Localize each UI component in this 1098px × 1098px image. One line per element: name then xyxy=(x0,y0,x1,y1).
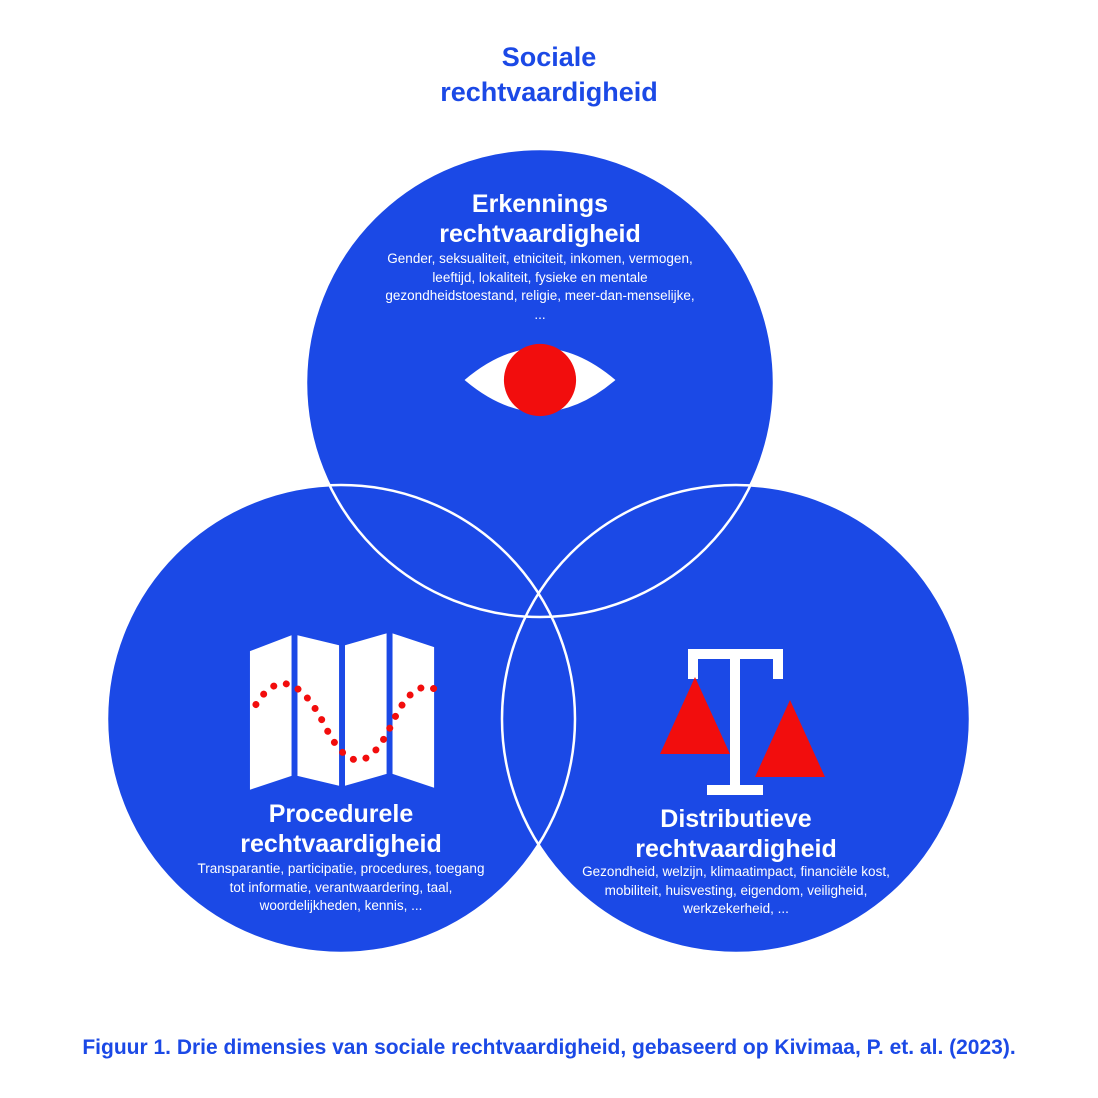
eye-icon xyxy=(464,343,616,417)
circle-erkennings-outline xyxy=(304,147,776,619)
page-title-line1: Sociale xyxy=(501,42,597,72)
distributieve-details: Gezondheid, welzijn, klimaatimpact, fina… xyxy=(582,864,890,917)
page-title-line2: rechtvaardigheid xyxy=(440,77,658,108)
erkennings-details: Gender, seksualiteit, etniciteit, inkome… xyxy=(385,251,695,322)
procedurele-heading: Procedurele rechtvaardigheid xyxy=(191,800,491,859)
scale-beam-left-drop xyxy=(688,649,698,679)
scale-base xyxy=(707,785,763,795)
map-panel-4 xyxy=(392,633,435,788)
map-panel-1 xyxy=(249,635,292,790)
erkennings-heading: Erkennings rechtvaardigheid xyxy=(390,190,690,249)
page-title: Sociale rechtvaardigheid xyxy=(0,40,1098,110)
figure-caption: Figuur 1. Drie dimensies van sociale rec… xyxy=(82,1036,1016,1059)
map-panel-3 xyxy=(345,633,387,786)
map-route-dotted-line xyxy=(252,680,438,764)
scale-post xyxy=(730,649,740,785)
distributieve-heading-line1: Distributieve xyxy=(660,805,812,833)
scale-icon xyxy=(660,649,825,795)
erkennings-heading-line1: Erkennings xyxy=(471,190,609,218)
procedurele-heading-line1: Procedurele xyxy=(268,800,414,828)
scale-right-weight xyxy=(755,700,825,777)
distributieve-heading-line2: rechtvaardigheid xyxy=(635,834,837,863)
procedurele-details: Transparantie, participatie, procedures,… xyxy=(197,861,485,914)
eye-pupil xyxy=(503,343,577,417)
procedurele-heading-line2: rechtvaardigheid xyxy=(240,829,442,858)
map-icon xyxy=(249,633,438,790)
circle-distributieve-outline xyxy=(500,483,972,955)
erkennings-heading-line2: rechtvaardigheid xyxy=(439,219,641,248)
circle-procedurele-outline xyxy=(105,483,577,955)
distributieve-heading: Distributieve rechtvaardigheid xyxy=(586,805,886,864)
map-panel-2 xyxy=(297,635,340,786)
scale-left-weight xyxy=(660,677,730,754)
scale-beam-right-drop xyxy=(773,649,783,679)
